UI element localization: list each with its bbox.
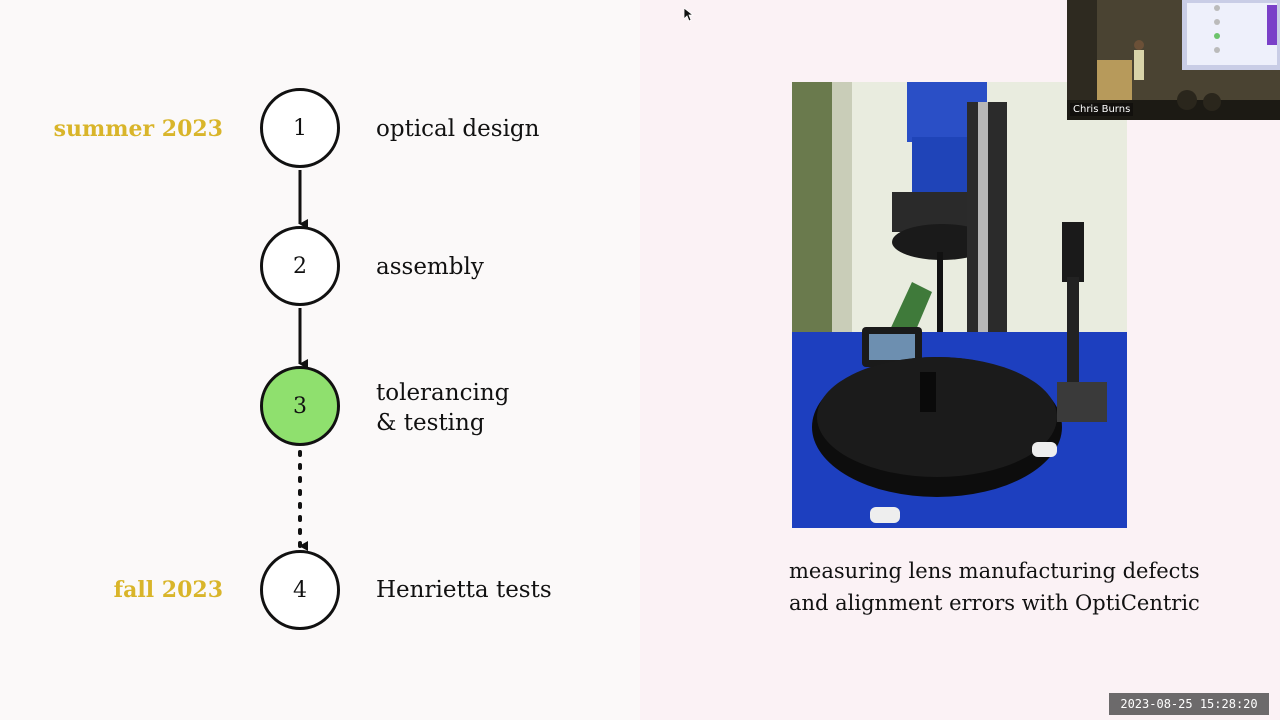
mouse-cursor-icon	[684, 8, 694, 22]
date-fall-2023: fall 2023	[113, 577, 223, 603]
step-label-assembly: assembly	[376, 254, 484, 280]
participant-video-feed	[1067, 0, 1280, 120]
slide-left-panel: summer 2023 1 optical design 2 assembly …	[53, 88, 552, 630]
photo-caption-line1: measuring lens manufacturing defects	[789, 559, 1200, 583]
step-node-3-active: 3	[260, 366, 340, 446]
photo-caption: measuring lens manufacturing defects and…	[789, 555, 1200, 619]
recording-timestamp: 2023-08-25 15:28:20	[1109, 693, 1269, 715]
lab-instrument-photo	[792, 82, 1127, 528]
timeline-connectors	[298, 170, 308, 551]
step-node-2: 2	[260, 226, 340, 306]
step-label-tolerancing-line2: & testing	[376, 410, 485, 436]
date-summer-2023: summer 2023	[53, 116, 223, 142]
step-label-tolerancing-line1: tolerancing	[376, 380, 510, 406]
step-label-henrietta-tests: Henrietta tests	[376, 577, 552, 603]
step-node-4: 4	[260, 550, 340, 630]
participant-name: Chris Burns	[1070, 103, 1134, 116]
step-node-1: 1	[260, 88, 340, 168]
participant-video-tile[interactable]: Chris Burns	[1067, 0, 1280, 120]
step-label-optical-design: optical design	[376, 116, 540, 142]
step-label-tolerancing: tolerancing & testing	[376, 378, 509, 438]
photo-caption-line2: and alignment errors with OptiCentric	[789, 591, 1200, 615]
